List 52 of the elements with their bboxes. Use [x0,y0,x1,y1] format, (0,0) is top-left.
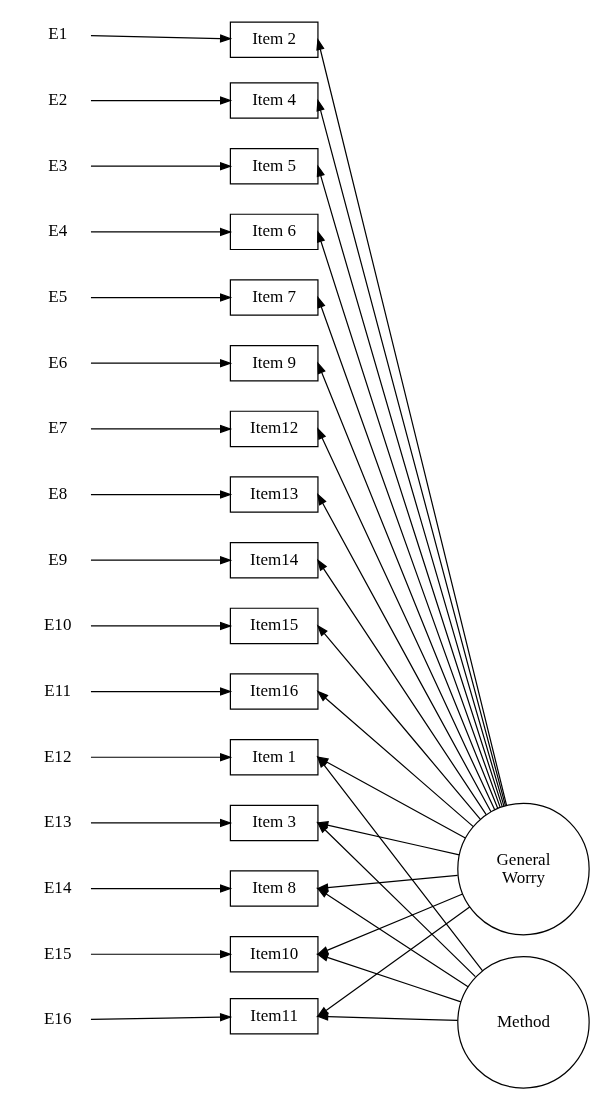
node-text: E12 [43,746,71,766]
node-text: E9 [47,549,67,569]
node-box: Item 8 [229,870,319,907]
node-text: E8 [47,484,67,504]
node-box: Item14 [229,542,319,579]
arrow [89,490,232,499]
node-text: E5 [47,287,67,307]
arrow [89,161,232,171]
node-box: Item11 [229,998,319,1035]
node-text: E2 [47,90,67,110]
node-text: E16 [43,1009,71,1029]
node-box: Item16 [229,673,319,710]
node-box: Item15 [229,607,319,645]
node-circle: General Worry [456,802,590,936]
node-box: Item 9 [229,344,319,382]
arrow [89,34,232,43]
node-text: E7 [47,418,67,438]
node-box: Item 5 [229,147,319,185]
node-text: E14 [43,878,71,898]
node-box: Item 7 [229,279,319,316]
arrow [89,687,232,696]
node-box: Item 6 [229,213,319,251]
arrow [89,884,232,893]
arrow [89,1012,232,1022]
node-text: E3 [47,155,67,175]
arrow [315,1012,458,1022]
node-text: E6 [47,352,67,372]
arrow [89,96,232,105]
arrow [89,227,232,237]
node-box: Item 4 [229,82,319,119]
arrow [89,424,232,434]
node-box: Item13 [229,476,319,513]
arrow [89,818,232,828]
node-box: Item 2 [229,21,319,58]
node-box: Item12 [229,410,319,448]
arrow [89,949,232,959]
node-box: Item 3 [229,804,319,842]
arrow [315,953,462,1003]
arrow [89,555,232,565]
node-text: E11 [43,681,71,701]
node-box: Item 1 [229,739,319,776]
node-text: E13 [43,812,71,832]
arrow [89,293,232,302]
node-text: E4 [47,221,67,241]
node-circle: Method [456,956,590,1089]
node-text: E10 [43,615,71,635]
node-text: E15 [43,943,71,963]
node-text: E1 [47,24,67,44]
arrow [89,752,232,762]
arrow [89,621,232,631]
arrow [89,358,232,368]
node-box: Item10 [229,936,319,973]
